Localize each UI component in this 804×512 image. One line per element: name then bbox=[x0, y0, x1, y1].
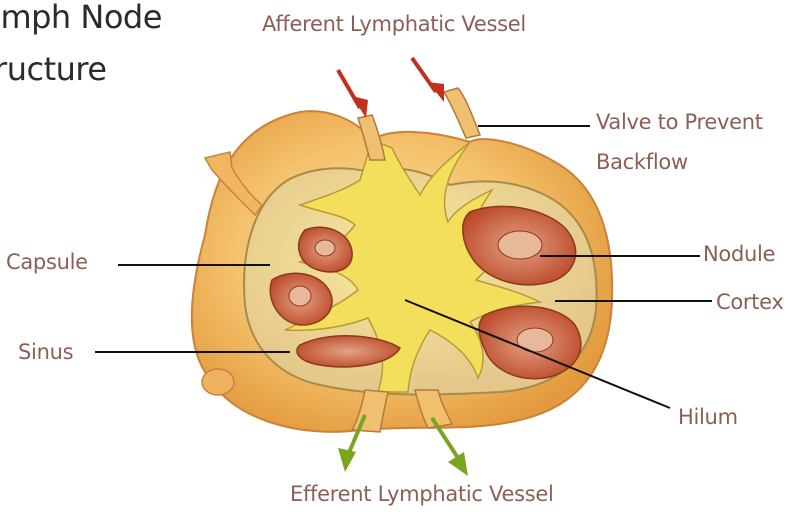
title-line-1: ymph Node bbox=[0, 0, 162, 36]
efferent-arrowhead-left bbox=[338, 448, 356, 472]
afferent-arrowhead-left bbox=[352, 96, 368, 118]
title-line-2: tructure bbox=[0, 50, 107, 88]
label-cortex: Cortex bbox=[716, 290, 784, 314]
label-afferent: Afferent Lymphatic Vessel bbox=[262, 12, 526, 36]
label-sinus: Sinus bbox=[18, 340, 73, 364]
label-hilum: Hilum bbox=[678, 405, 738, 429]
label-capsule: Capsule bbox=[6, 250, 88, 274]
afferent-arrows bbox=[338, 58, 444, 118]
label-valve-line-2: Backflow bbox=[596, 150, 688, 174]
label-nodule: Nodule bbox=[703, 242, 775, 266]
label-efferent: Efferent Lymphatic Vessel bbox=[290, 482, 554, 506]
label-valve-line-1: Valve to Prevent bbox=[596, 110, 763, 134]
